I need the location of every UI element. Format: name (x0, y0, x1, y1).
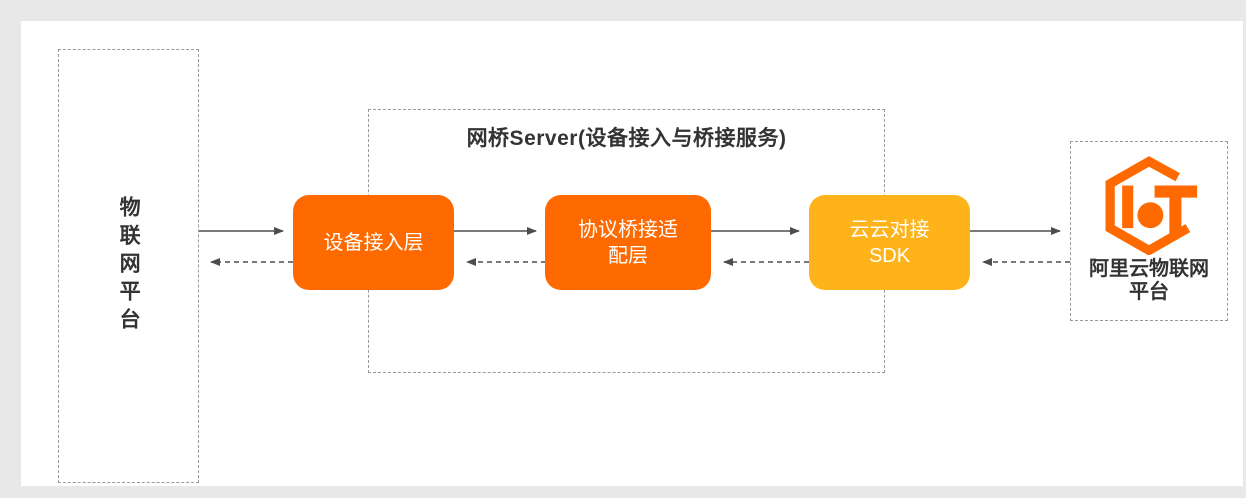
iot-platform-box: 物联网平台 (58, 49, 199, 483)
node-cloud-cloud-sdk: 云云对接 SDK (809, 195, 970, 290)
aliyun-label-line1: 阿里云物联网 (1089, 258, 1209, 280)
aliyun-iot-platform-label: 阿里云物联网 平台 (1089, 258, 1209, 304)
diagram-panel: 物联网平台 网桥Server(设备接入与桥接服务) 阿里云物联网 平台 设备接入… (21, 21, 1243, 486)
node-cloud-sdk-label-line2: SDK (868, 244, 911, 267)
node-protocol-bridge-adapter-layer: 协议桥接适 配层 (545, 195, 711, 290)
node-device-access-layer: 设备接入层 (293, 195, 454, 290)
node-protocol-bridge-label-line1: 协议桥接适 (578, 218, 678, 241)
iot-platform-label: 物联网平台 (117, 196, 141, 336)
aliyun-iot-platform-box: 阿里云物联网 平台 (1070, 141, 1228, 321)
aliyun-iot-logo-icon (1105, 156, 1198, 255)
aliyun-label-line2: 平台 (1129, 281, 1169, 303)
node-protocol-bridge-label-line2: 配层 (608, 244, 648, 267)
node-cloud-sdk-label-line1: 云云对接 (849, 218, 930, 241)
bridge-server-title: 网桥Server(设备接入与桥接服务) (466, 127, 787, 150)
node-device-access-layer-label: 设备接入层 (323, 231, 424, 254)
